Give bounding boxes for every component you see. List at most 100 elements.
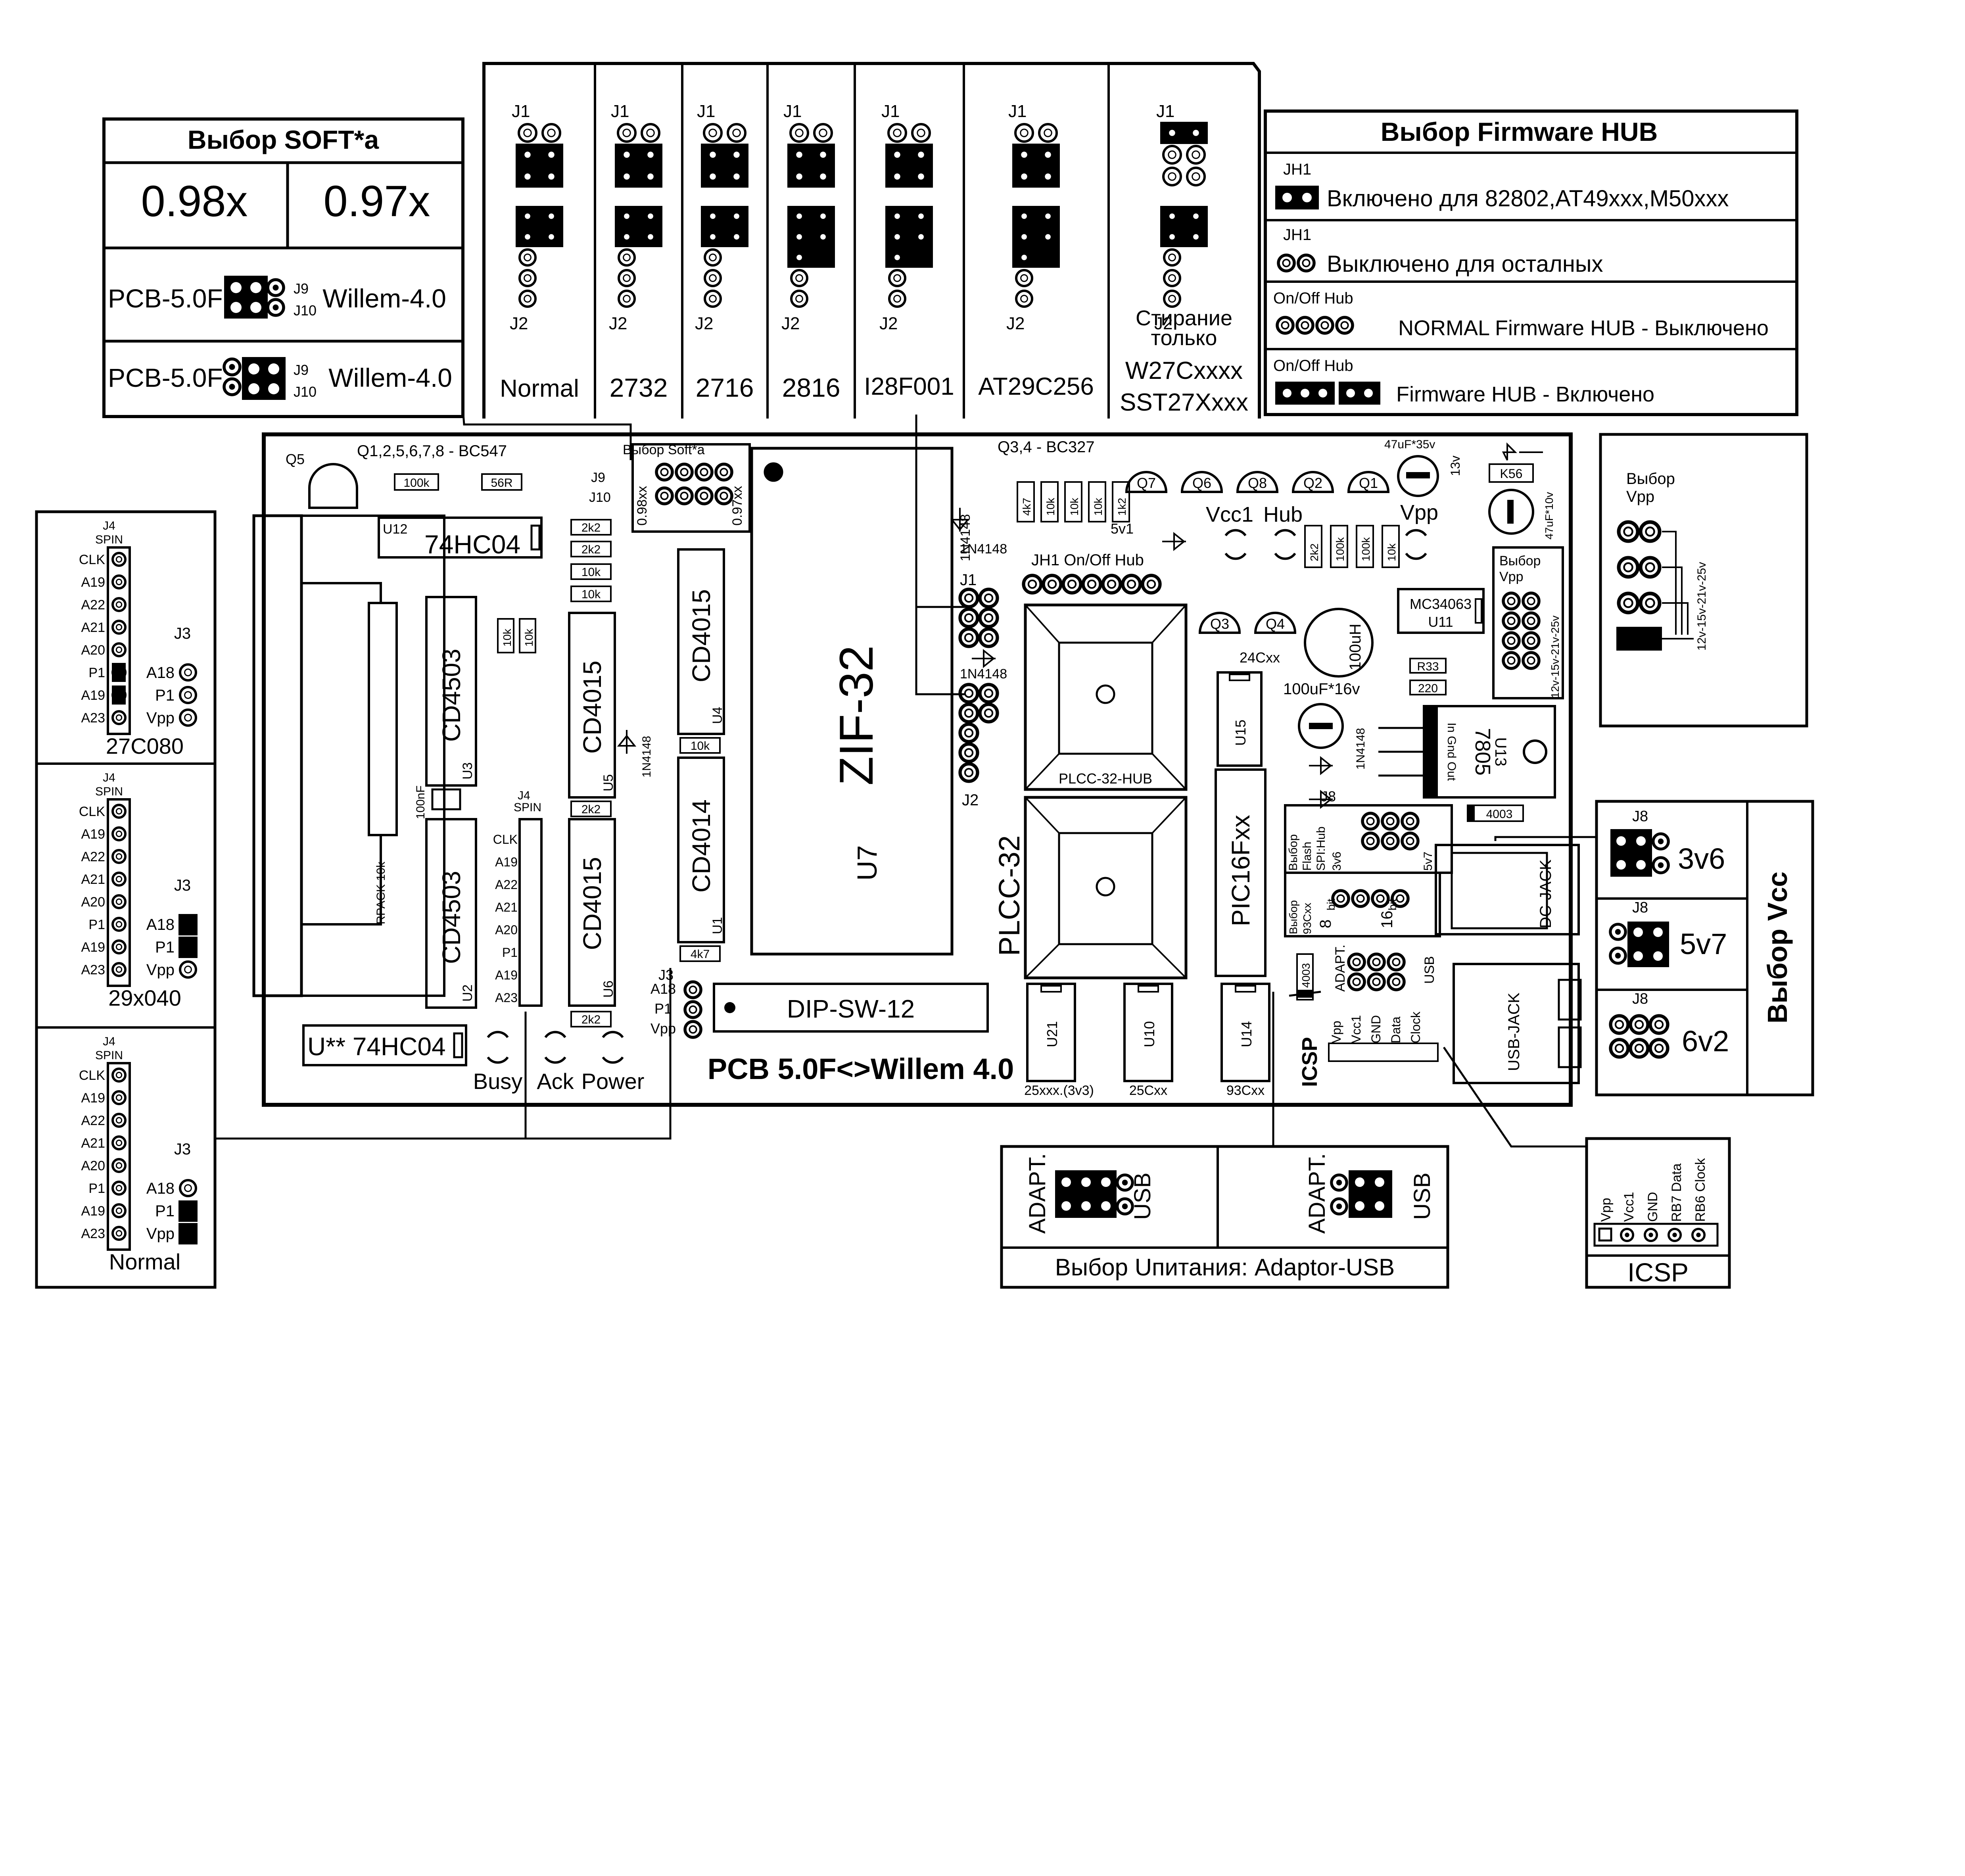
- soft-row2-j9: J9: [294, 362, 309, 378]
- eprom-j2-label: J2: [1006, 314, 1025, 333]
- pin-ring: [111, 804, 127, 819]
- pin-hole: [708, 172, 717, 181]
- res-220: 220: [1418, 682, 1438, 695]
- u4-label: U4: [710, 707, 725, 724]
- eeprom-93cxx: 93Cxx: [1226, 1083, 1265, 1098]
- pin-ring: [1163, 290, 1181, 308]
- res-10k-b: 10k: [581, 588, 601, 601]
- pin-ring: [912, 207, 930, 225]
- pin-ring: [1038, 167, 1058, 186]
- pin-hole: [708, 150, 717, 159]
- pcb-j8-label: J8: [1321, 788, 1336, 805]
- resistor-body: [1017, 481, 1035, 522]
- pin-ring: [179, 686, 197, 704]
- spin-pin-label: A19: [81, 940, 106, 955]
- pin-ring: [888, 248, 906, 267]
- transistor-label: Q2: [1303, 475, 1322, 491]
- cap-47u35: 47uF*35v: [1384, 438, 1435, 451]
- pin-ring: [704, 228, 722, 246]
- zener-5v1: 5v1: [1111, 520, 1134, 537]
- pin-ring: [641, 207, 660, 225]
- soft-row2-pcb-label: PCB-5.0F: [108, 363, 223, 392]
- pin-ring: [888, 228, 906, 246]
- pin-ring: [111, 710, 127, 725]
- resistor-body: [1064, 481, 1082, 522]
- resistor-value: 10k: [1385, 543, 1398, 561]
- eprom-erase-only: только: [1151, 326, 1217, 350]
- spin-panel-label: 29x040: [108, 985, 181, 1010]
- resistor-body: [1304, 525, 1322, 568]
- pcb-j4-pin-label: A19: [495, 968, 518, 982]
- pin-ring: [1014, 123, 1034, 143]
- led-busy: Busy: [473, 1069, 523, 1094]
- spin-panels: J4SPINCLKA19A22A21A20P1A19A23J3A18P1Vpp2…: [35, 510, 217, 1289]
- pin-ring: [518, 167, 537, 186]
- pin-hole: [547, 212, 555, 220]
- pin-ring: [179, 915, 197, 933]
- pin-hole: [1168, 150, 1176, 159]
- pin-ring: [727, 228, 746, 246]
- pcb-title: PCB 5.0F<>Willem 4.0: [708, 1052, 1014, 1085]
- transistor-Q4: Q4: [1254, 612, 1297, 634]
- pin-ring: [1038, 123, 1058, 143]
- j3-pin-label: A18: [146, 1180, 175, 1197]
- res-2k2-b: 2k2: [581, 543, 601, 556]
- pin-hole: [1192, 233, 1200, 241]
- j3-pin-label: P1: [155, 687, 175, 704]
- pin-hole: [115, 876, 123, 883]
- res-10k-d: 4k7: [691, 948, 710, 961]
- j3-pin-label: Vpp: [146, 1225, 175, 1242]
- pic16fxx-chip: PIC16Fxx: [1226, 815, 1255, 926]
- pin-hole: [1020, 253, 1028, 261]
- pin-ring: [111, 1226, 127, 1241]
- pin-ring: [911, 145, 931, 165]
- j3-pin-label: Vpp: [146, 709, 175, 727]
- resistor-value: 1k2: [1116, 498, 1128, 516]
- soft-row2-willem-label: Willem-4.0: [328, 363, 452, 392]
- firmware-row-normal: NORMAL Firmware HUB - Выключено: [1398, 316, 1769, 340]
- pin-ring: [617, 123, 637, 143]
- j3-pin-label: P1: [155, 1202, 175, 1220]
- pin-hole: [795, 150, 804, 159]
- power-usb-a: USB: [1130, 1173, 1155, 1220]
- diode-c-label: 1N4148: [960, 666, 1007, 682]
- u1-label: U1: [710, 917, 725, 934]
- soft-row1-j10: J10: [294, 302, 317, 319]
- spin-pin-label: P1: [88, 917, 105, 932]
- small-caps: [1224, 529, 1427, 560]
- vcc-select-box: Выбор Vcc J8 3v6 J8 5v7 J8 6v2: [1595, 800, 1814, 1096]
- pin-ring: [704, 290, 722, 308]
- eprom-j1-label: J1: [697, 102, 715, 121]
- pin-ring: [704, 248, 722, 267]
- firmware-onoff-b: On/Off Hub: [1273, 357, 1353, 374]
- pcb-adapt-usb-header: [1349, 954, 1404, 990]
- pin-hole: [184, 943, 192, 951]
- pin-ring: [912, 228, 930, 246]
- pin-hole: [622, 150, 631, 159]
- pin-ring: [111, 597, 127, 612]
- pcb-board: PCB 5.0F<>Willem 4.0 RPACK 10k Q5 Q1,2,5…: [252, 432, 1582, 1107]
- vcc-j8-a: J8: [1632, 808, 1648, 825]
- pcb-j3-vpp: Vpp: [651, 1020, 676, 1037]
- eprom-jumper-table: Normal 2732 2716 2816 I28F001 AT29C256 С…: [482, 62, 1261, 419]
- resistor-value: 100k: [1334, 537, 1346, 561]
- pin-hole: [795, 172, 804, 181]
- plcc32-label: PLCC-32: [993, 835, 1026, 956]
- jh1-header: [1024, 576, 1160, 593]
- pin-hole: [184, 920, 192, 928]
- pin-hole: [1020, 212, 1028, 220]
- icsp-pin-clock: RB6 Clock: [1693, 1158, 1708, 1222]
- icsp-pin-vcc1: Vcc1: [1622, 1192, 1637, 1222]
- pin-ring: [541, 123, 561, 143]
- pin-ring: [1163, 248, 1181, 267]
- spin-header: [107, 798, 131, 987]
- pin-ring: [887, 123, 907, 143]
- pin-ring: [727, 207, 746, 225]
- pin-ring: [111, 826, 127, 841]
- pcb-j4-pin-label: A22: [495, 878, 518, 892]
- eprom-col-2816: 2816: [782, 373, 840, 402]
- pin-hole: [622, 172, 631, 181]
- diode-b-label: 1N4148: [960, 541, 1007, 557]
